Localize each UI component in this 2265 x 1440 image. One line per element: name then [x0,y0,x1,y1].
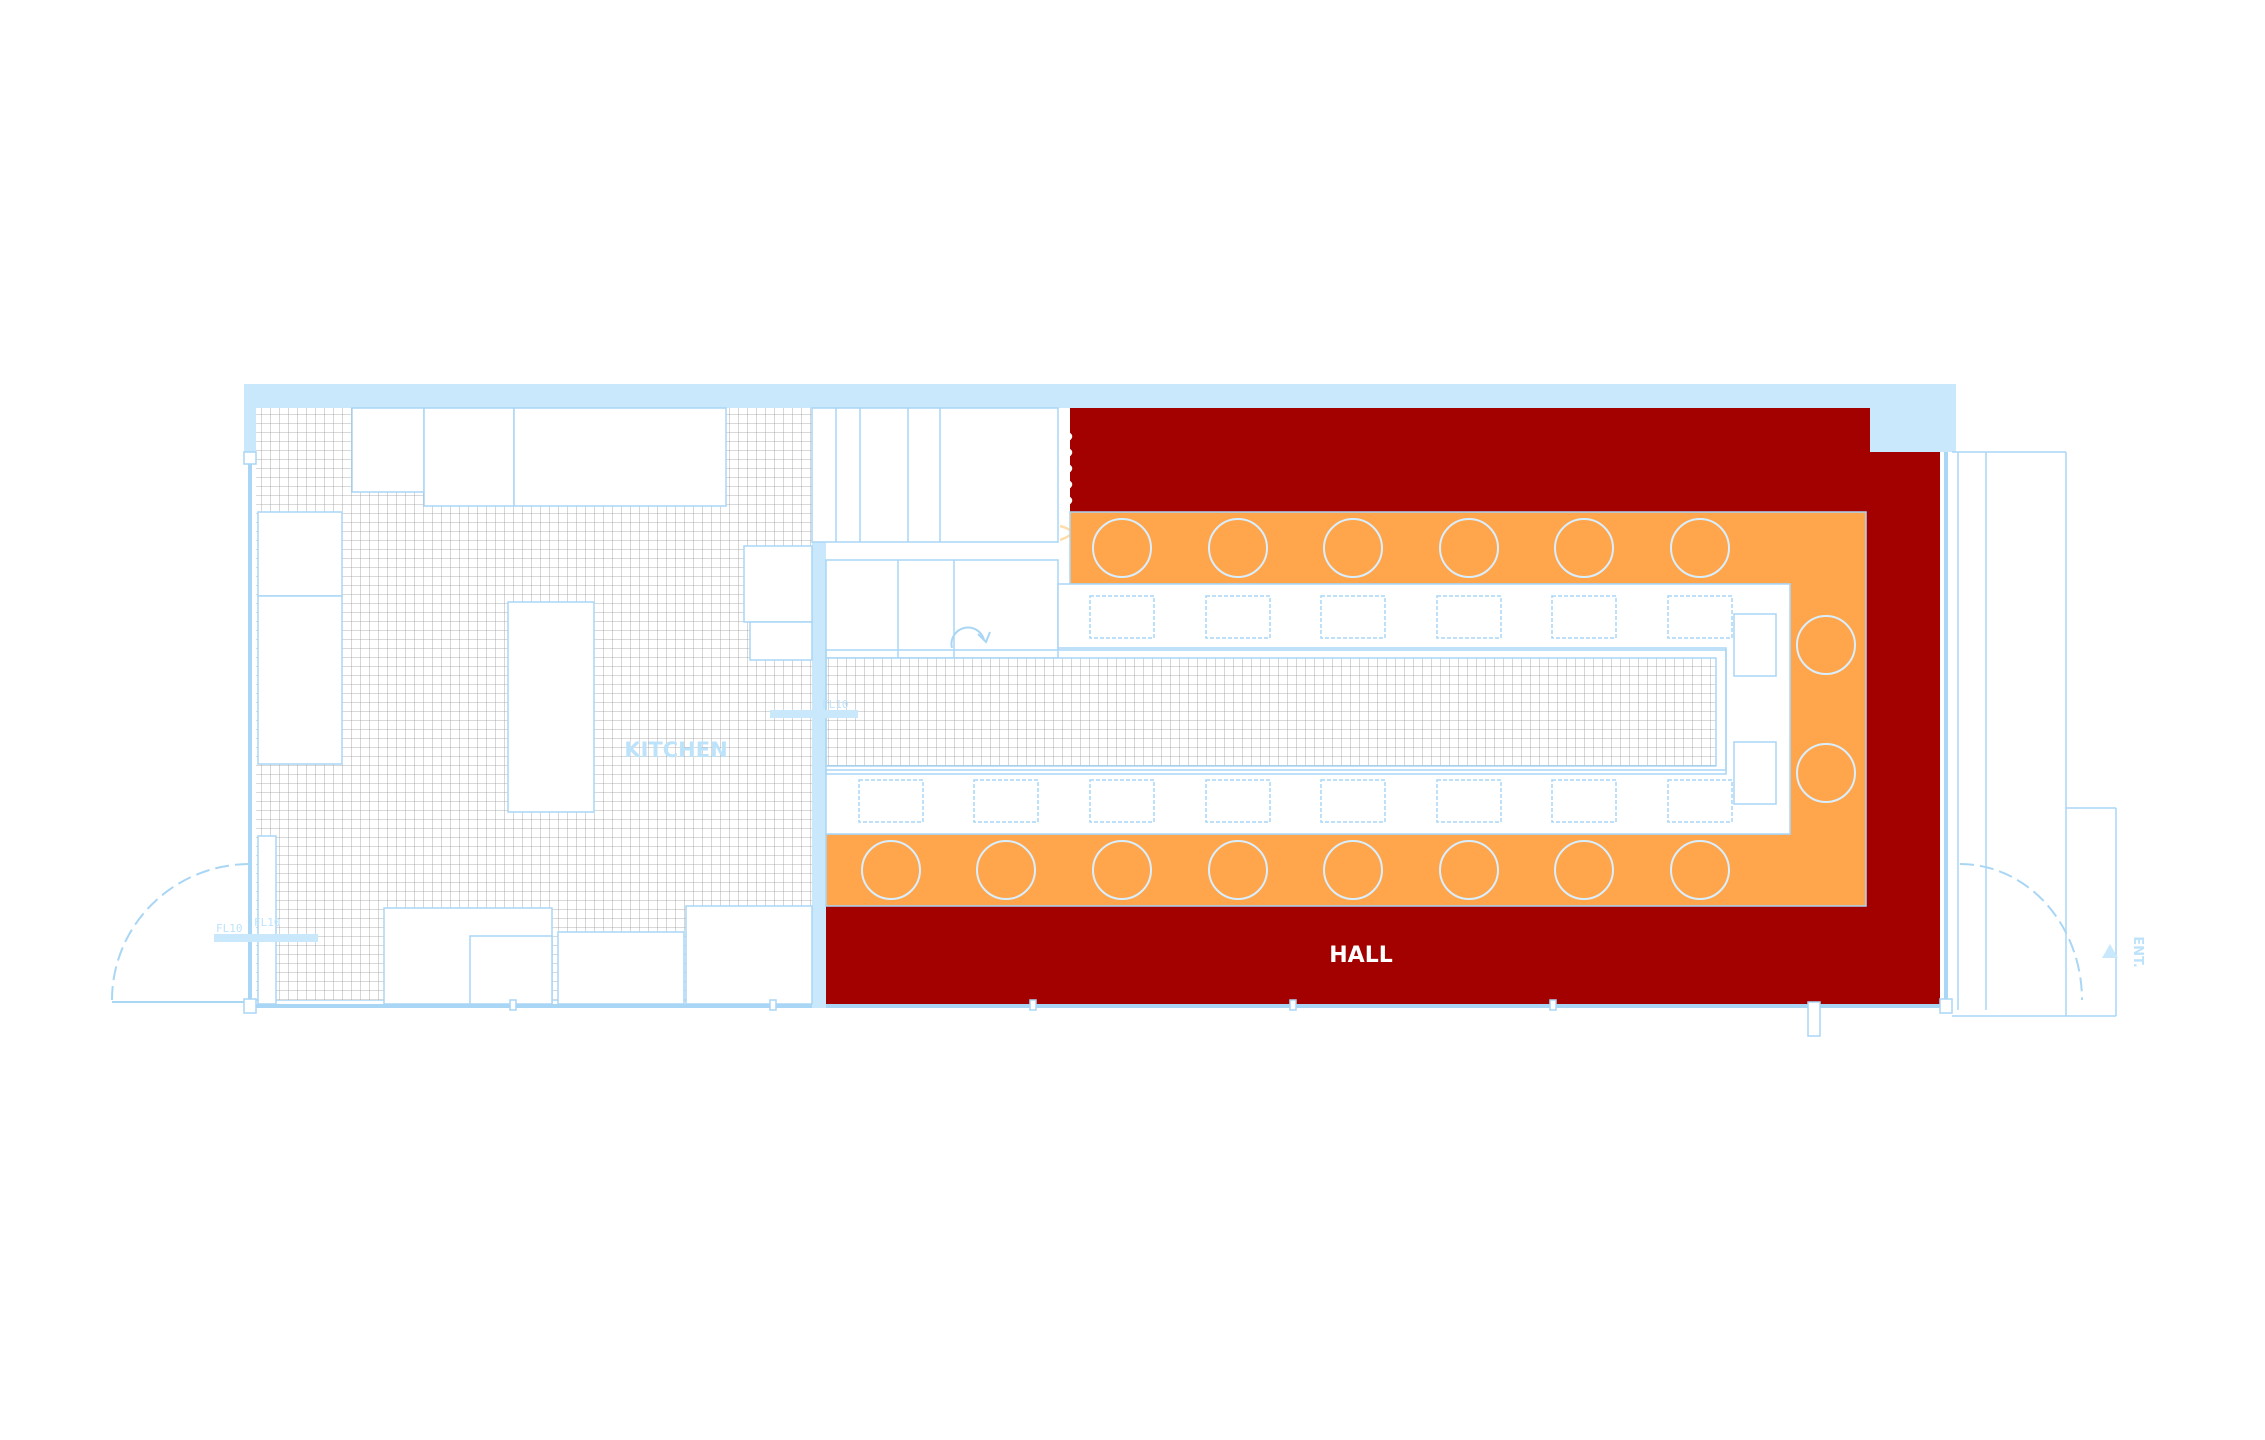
stool [1439,840,1499,900]
stool [1208,518,1268,578]
center-partition [812,540,826,1008]
stools-right-column [1796,615,1856,803]
top-wall [244,384,1956,408]
rotate-arrow-icon [950,626,985,649]
stool [976,840,1036,900]
stool [1323,518,1383,578]
stool [1554,840,1614,900]
stools-top-row [1092,518,1730,578]
storage-rooms [811,407,1059,659]
stool [1670,840,1730,900]
kitchen-equipment [257,407,813,1005]
wall-block-right [1870,384,1956,452]
stool [861,840,921,900]
fl-marker-left [214,934,318,942]
hall-floor [826,408,1940,1004]
stool [1439,518,1499,578]
stool [1796,615,1856,675]
stool [1092,518,1152,578]
rear-door-swing [111,863,251,1001]
entrance-door-swing [1959,863,2083,1001]
hall-label: HALL [1329,943,1392,968]
fl-label-left: FL10 [216,922,243,935]
arrow-head-icon [977,631,991,644]
service-aisle [825,657,1717,767]
stool [1092,840,1152,900]
stool [1323,840,1383,900]
entrance-label: ENT. [2130,936,2145,968]
stool [1554,518,1614,578]
entrance-arrow-icon [2102,944,2118,958]
spiral-stairs-icon [1059,428,1073,542]
kitchen-label: KITCHEN [624,738,727,762]
fl-label-left-2: FL10 [254,916,281,929]
stool [1796,743,1856,803]
fl-marker-mid [770,710,858,718]
bar-place-settings-right [1733,613,1777,805]
wall-ticks [243,451,1953,1037]
stool [1670,518,1730,578]
entrance-vestibule [1952,451,2117,1017]
stools-bottom-row [861,840,1730,900]
fl-label-mid: FL10 [822,698,849,711]
stool [1208,840,1268,900]
bar-place-settings [858,595,1733,823]
